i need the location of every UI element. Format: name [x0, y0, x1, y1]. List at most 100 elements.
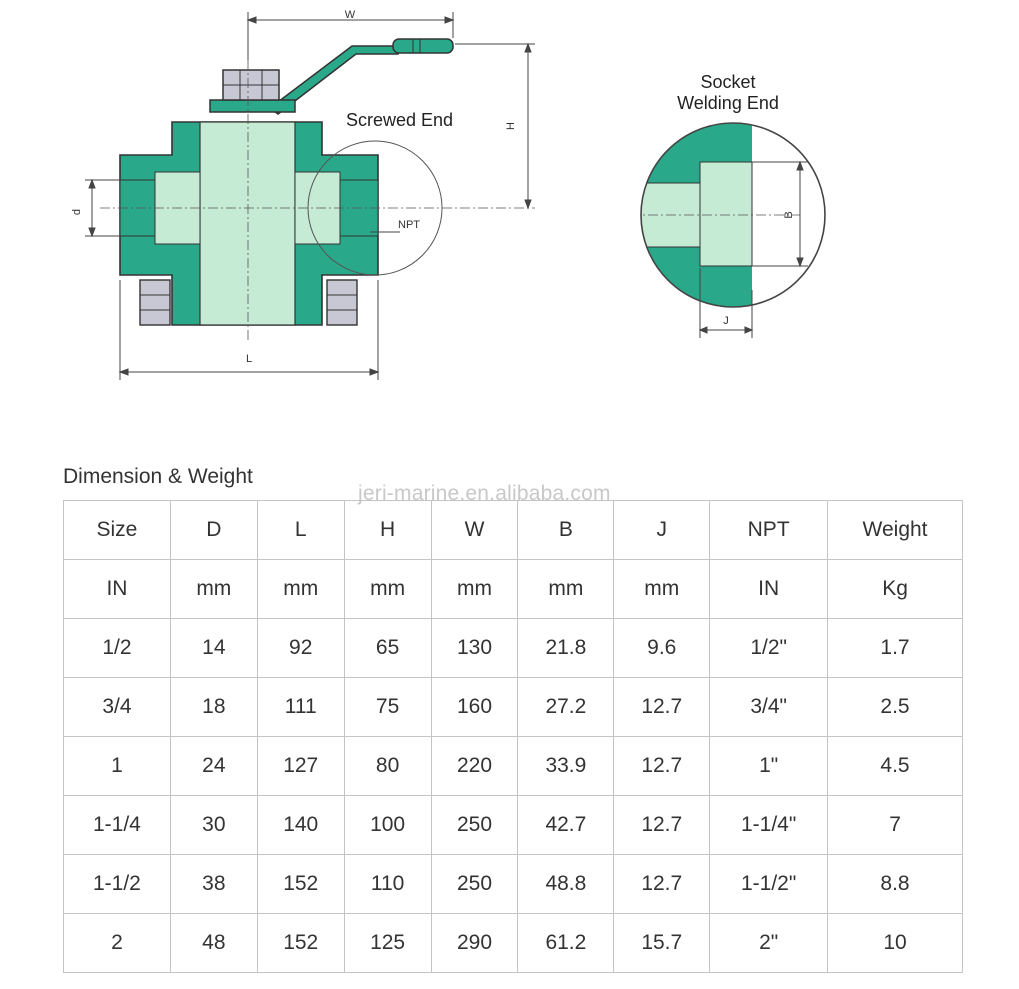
table-cell: 130 — [430, 618, 519, 678]
table-cell: 3/4" — [709, 677, 829, 737]
unit-cell: IN — [709, 559, 829, 619]
dim-label-b: B — [783, 211, 795, 218]
socket-title-line1: Socket — [700, 72, 755, 92]
header-cell: B — [517, 500, 615, 560]
table-cell: 250 — [430, 854, 519, 914]
table-cell: 48.8 — [517, 854, 615, 914]
table-cell: 61.2 — [517, 913, 615, 973]
table-cell: 12.7 — [613, 795, 711, 855]
table-cell: 24 — [169, 736, 258, 796]
dimension-weight-table: Size D L H W B J NPT Weight IN mm mm mm … — [63, 500, 963, 973]
socket-welding-detail — [640, 122, 826, 308]
table-cell: 21.8 — [517, 618, 615, 678]
table-cell: 27.2 — [517, 677, 615, 737]
unit-cell: mm — [613, 559, 711, 619]
bolt-right — [326, 279, 358, 326]
section-title: Dimension & Weight — [63, 465, 253, 488]
table-cell: 12.7 — [613, 677, 711, 737]
table-cell: 1-1/4 — [63, 795, 171, 855]
screwed-end-label: Screwed End — [346, 110, 453, 130]
table-cell: 1-1/2" — [709, 854, 829, 914]
table-cell: 1/2" — [709, 618, 829, 678]
header-cell: Size — [63, 500, 171, 560]
table-cell: 7 — [827, 795, 963, 855]
valve-dimension-diagram: W H d L Screwed End NPT Socket Welding E… — [71, 9, 826, 380]
header-cell: L — [256, 500, 345, 560]
table-cell: 1" — [709, 736, 829, 796]
table-cell: 140 — [256, 795, 345, 855]
unit-cell: Kg — [827, 559, 963, 619]
table-cell: 75 — [343, 677, 432, 737]
table-cell: 1.7 — [827, 618, 963, 678]
table-cell: 2.5 — [827, 677, 963, 737]
unit-cell: mm — [430, 559, 519, 619]
unit-cell: mm — [169, 559, 258, 619]
table-cell: 110 — [343, 854, 432, 914]
header-cell: Weight — [827, 500, 963, 560]
dimension-lines — [85, 12, 535, 380]
table-cell: 100 — [343, 795, 432, 855]
table-cell: 48 — [169, 913, 258, 973]
bolt-left — [139, 279, 171, 326]
valve-body — [100, 38, 535, 340]
unit-cell: IN — [63, 559, 171, 619]
table-cell: 2 — [63, 913, 171, 973]
table-cell: 8.8 — [827, 854, 963, 914]
header-cell: NPT — [709, 500, 829, 560]
header-cell: D — [169, 500, 258, 560]
table-cell: 3/4 — [63, 677, 171, 737]
table-cell: 92 — [256, 618, 345, 678]
dim-label-d: d — [71, 209, 83, 215]
table-cell: 10 — [827, 913, 963, 973]
table-cell: 152 — [256, 854, 345, 914]
watermark: jeri-marine.en.alibaba.com — [358, 482, 611, 505]
dim-label-w: W — [345, 9, 356, 21]
dim-label-l: L — [246, 353, 252, 365]
table-cell: 1/2 — [63, 618, 171, 678]
table-cell: 18 — [169, 677, 258, 737]
header-cell: W — [430, 500, 519, 560]
dim-label-j: J — [723, 315, 729, 327]
socket-title-line2: Welding End — [677, 93, 779, 113]
table-cell: 1 — [63, 736, 171, 796]
table-cell: 30 — [169, 795, 258, 855]
table-cell: 125 — [343, 913, 432, 973]
table-cell: 42.7 — [517, 795, 615, 855]
table-cell: 33.9 — [517, 736, 615, 796]
table-cell: 127 — [256, 736, 345, 796]
table-cell: 2" — [709, 913, 829, 973]
table-cell: 290 — [430, 913, 519, 973]
table-cell: 80 — [343, 736, 432, 796]
socket-dimension-lines — [698, 160, 808, 338]
table-cell: 9.6 — [613, 618, 711, 678]
unit-cell: mm — [343, 559, 432, 619]
table-cell: 250 — [430, 795, 519, 855]
header-cell: J — [613, 500, 711, 560]
table-cell: 12.7 — [613, 736, 711, 796]
table-cell: 1-1/2 — [63, 854, 171, 914]
table-cell: 160 — [430, 677, 519, 737]
header-row: Size D L H W B J NPT Weight — [63, 500, 963, 560]
table-cell: 15.7 — [613, 913, 711, 973]
unit-cell: mm — [517, 559, 615, 619]
unit-cell: mm — [256, 559, 345, 619]
table-cell: 38 — [169, 854, 258, 914]
table-cell: 1-1/4" — [709, 795, 829, 855]
units-row: IN mm mm mm mm mm mm IN Kg — [63, 559, 963, 619]
header-cell: H — [343, 500, 432, 560]
npt-label: NPT — [398, 219, 420, 231]
table-cell: 111 — [256, 677, 345, 737]
dim-label-h: H — [505, 122, 517, 130]
table-cell: 14 — [169, 618, 258, 678]
table-cell: 152 — [256, 913, 345, 973]
table-cell: 12.7 — [613, 854, 711, 914]
table-cell: 65 — [343, 618, 432, 678]
table-cell: 220 — [430, 736, 519, 796]
table-cell: 4.5 — [827, 736, 963, 796]
